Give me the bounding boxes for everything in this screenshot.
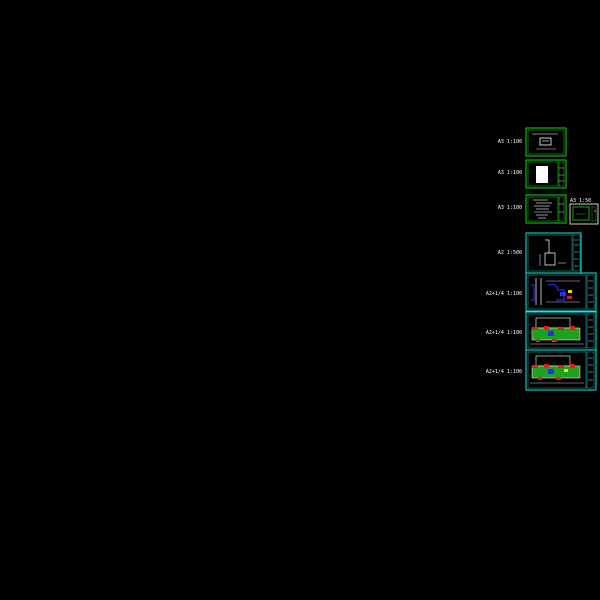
sheet-inner-frame	[527, 234, 573, 272]
blue-fixture	[531, 284, 535, 301]
sheet-frame	[525, 349, 597, 391]
plan-red-walls	[532, 326, 575, 342]
sheet-frame	[525, 127, 567, 157]
sheet-floor-plan-1[interactable]	[525, 272, 597, 312]
notes-text-lines	[533, 199, 552, 219]
sheet-frame	[525, 159, 567, 189]
sheet-index[interactable]	[525, 159, 567, 189]
detail-viewport	[572, 206, 590, 221]
sheet-label-floor-plan-2: A2+1/4 1:100	[485, 330, 522, 336]
index-table	[536, 166, 548, 183]
sheet-frame	[525, 272, 597, 312]
sheet-label-notes: A3 1:100	[497, 205, 522, 211]
sheet-inner-frame	[527, 274, 587, 310]
sheet-cover[interactable]	[525, 127, 567, 157]
sheet-label-floor-plan-3: A2+1/4 1:100	[485, 369, 522, 375]
sheet-label-site-plan: A2 1:500	[497, 250, 522, 256]
sheet-label-detail: A3 1:50	[570, 198, 592, 204]
yellow-mark	[564, 369, 568, 372]
sheet-floor-plan-3[interactable]	[525, 349, 597, 391]
sheet-floor-plan-2[interactable]	[525, 311, 597, 351]
title-strip	[586, 274, 595, 310]
site-building-outline	[544, 239, 556, 266]
plan-red-walls	[532, 364, 575, 380]
sheet-inner-frame	[527, 129, 565, 155]
plan-upper-rooms	[535, 355, 571, 367]
title-strip-lines	[574, 239, 579, 267]
title-strip	[586, 313, 595, 349]
title-strip	[558, 161, 565, 187]
title-strip-lines	[588, 280, 593, 303]
title-strip	[586, 351, 595, 389]
sheet-label-index: A3 1:100	[497, 170, 522, 176]
title-strip-lines	[588, 319, 593, 342]
sheet-frame	[525, 194, 567, 224]
title-strip	[591, 206, 597, 222]
title-strip-lines	[588, 357, 593, 381]
sheet-inner-frame	[527, 351, 587, 389]
blue-fixture-block	[560, 292, 566, 296]
sheet-notes[interactable]	[525, 194, 567, 224]
sheet-detail[interactable]	[569, 203, 599, 225]
sheet-label-cover: A3 1:100	[497, 139, 522, 145]
blue-fixture-curve	[547, 283, 565, 301]
sheet-frame	[569, 203, 599, 225]
sheet-inner-frame	[527, 313, 587, 349]
sheet-inner-frame	[527, 196, 559, 222]
title-strip	[558, 196, 565, 222]
sheet-inner-frame	[527, 161, 559, 187]
plan-upper-rooms	[535, 317, 571, 329]
red-mark	[567, 296, 572, 299]
title-strip	[572, 234, 581, 272]
blue-fixture	[548, 331, 554, 336]
yellow-mark	[568, 290, 572, 293]
sheet-label-floor-plan-1: A2+1/4 1:100	[485, 291, 522, 297]
sheet-site-plan[interactable]	[525, 232, 582, 274]
blue-fixture	[548, 369, 554, 374]
stamp-mark	[594, 210, 596, 212]
title-block-logo	[539, 137, 552, 146]
